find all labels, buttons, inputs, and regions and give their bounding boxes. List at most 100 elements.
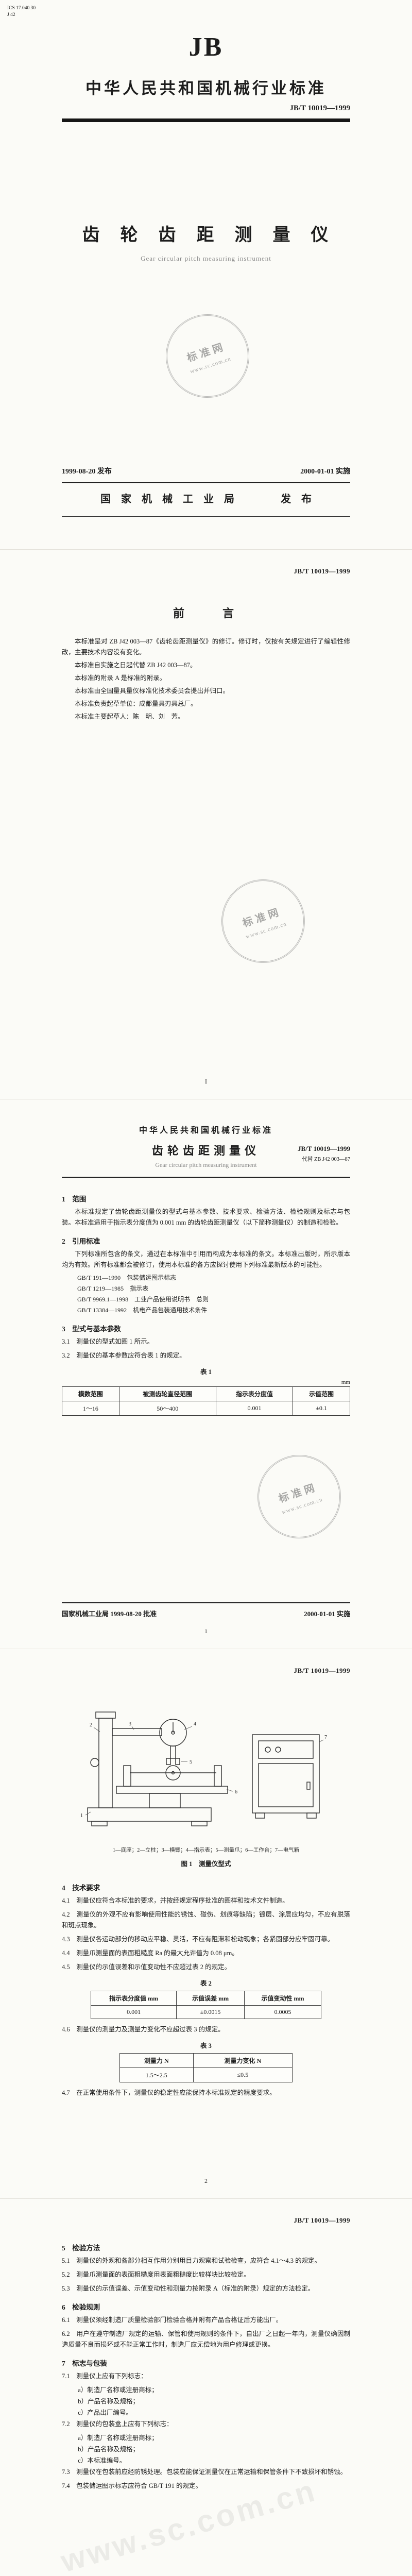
class-code: J 42 bbox=[7, 12, 15, 18]
clause-5-3: 5.3 测量仪的示值误差、示值变动性和测量力按附录 A（标准的附录）规定的方法检… bbox=[62, 2285, 315, 2292]
figure-1: 1 2 3 4 5 6 7 bbox=[67, 1685, 345, 1842]
section-2-heading: 2 引用标准 bbox=[62, 1238, 100, 1245]
cover-classification: ICS 17.040.30 J 42 bbox=[7, 5, 36, 19]
page-number: 1 bbox=[204, 1628, 208, 1635]
table-2: 指示表分度值 mm 示值误差 mm 示值变动性 mm 0.001 ±0.0015… bbox=[90, 1991, 322, 2019]
instrument-drawing: 1 2 3 4 5 6 7 bbox=[80, 1711, 327, 1826]
implementation-date: 2000-01-01 实施 bbox=[300, 468, 350, 476]
clause-6-1: 6.1 测量仪须经制造厂质量检验部门检验合格并附有产品合格证后方能出厂。 bbox=[62, 2316, 283, 2324]
stamp-text: 标准网 bbox=[241, 906, 283, 929]
figure-part-label: 4 bbox=[194, 1721, 196, 1727]
table-2-cell: 0.001 bbox=[90, 2005, 177, 2019]
table-1-header: 模数范围 bbox=[62, 1386, 119, 1401]
page-number: Ⅰ bbox=[204, 1078, 208, 1085]
clause-7-1-item: c）产品出厂编号。 bbox=[78, 2409, 132, 2416]
clause-7-1-item: b）产品名称及规格； bbox=[78, 2398, 140, 2405]
table-3-header: 测量力 N bbox=[119, 2053, 194, 2068]
table-2-caption: 表 2 bbox=[200, 1980, 212, 1987]
section-7-heading: 7 标志与包装 bbox=[62, 2360, 107, 2367]
clause-4-4: 4.4 测量爪测量面的表面粗糙度 Ra 的最大允许值为 0.08 μm。 bbox=[62, 1950, 238, 1957]
standard-code: JB/T 10019—1999 bbox=[289, 104, 350, 112]
clause-7-2-item: a）制造厂名称或注册商标； bbox=[78, 2434, 158, 2442]
watermark-stamp: 标准网 www.sc.com.cn bbox=[210, 868, 316, 974]
table-2-header-row: 指示表分度值 mm 示值误差 mm 示值变动性 mm bbox=[90, 1991, 322, 2006]
table-2-header: 示值变动性 mm bbox=[244, 1991, 322, 2006]
standard-type-title: 中华人民共和国机械行业标准 bbox=[85, 79, 327, 97]
clause-6-2: 6.2 用户在遵守制造厂规定的运输、保管和使用规则的条件下，自出厂之日起一年内，… bbox=[62, 2330, 350, 2348]
clause-7-4: 7.4 包装储运图示标志应符合 GB/T 191 的规定。 bbox=[62, 2482, 202, 2489]
page-standard-3: JB/T 10019—1999 5 检验方法 5.1 测量仪的外观和各部分相互作… bbox=[0, 2199, 412, 2576]
table-1-row: 1～16 50～400 0.001 ±0.1 bbox=[62, 1401, 350, 1416]
foreword-paragraph: 本标准负责起草单位：成都量具刃具总厂。 bbox=[75, 700, 197, 707]
code-line: JB/T 10019—1999 bbox=[298, 1145, 350, 1153]
table-1-cell: 50～400 bbox=[118, 1401, 216, 1416]
implementation-text: 2000-01-01 实施 bbox=[304, 1610, 350, 1618]
figure-1-legend: 1—底座；2—立柱；3—横臂；4—指示表；5—测量爪；6—工作台；7—电气箱 bbox=[112, 1848, 300, 1853]
table-1-header: 指示表分度值 bbox=[215, 1386, 294, 1401]
clause-7-2: 7.2 测量仪的包装盒上应有下列标志： bbox=[62, 2420, 173, 2428]
clause-7-1: 7.1 测量仪上应有下列标志： bbox=[62, 2372, 147, 2380]
clause-4-5: 4.5 测量仪的示值误差和示值变动性不应超过表 2 的规定。 bbox=[62, 1963, 231, 1971]
table-1-header: 被测齿轮直径范围 bbox=[118, 1386, 216, 1401]
referenced-standard: GB/T 191—1990 包装储运图示标志 bbox=[77, 1274, 177, 1281]
section-5-heading: 5 检验方法 bbox=[62, 2244, 100, 2252]
clause-4-3: 4.3 测量仪各运动部分的移动应平稳、灵活，不应有阻滞和松动现象；各紧固部分应牢… bbox=[62, 1936, 334, 1943]
stamp-url: www.sc.com.cn bbox=[281, 1496, 323, 1516]
clause-4-1: 4.1 测量仪应符合本标准的要求，并按经规定程序批准的图样和技术文件制造。 bbox=[62, 1897, 289, 1904]
foreword-body: 本标准是对 ZB J42 003—87《齿轮齿距测量仪》的修订。修订时，仅按有关… bbox=[62, 636, 350, 724]
cover-title-english: Gear circular pitch measuring instrument bbox=[141, 255, 271, 262]
foreword-paragraph: 本标准自实施之日起代替 ZB J42 003—87。 bbox=[75, 662, 197, 669]
header-standard-code: JB/T 10019—1999 bbox=[294, 2216, 350, 2224]
stamp-url: www.sc.com.cn bbox=[245, 921, 287, 940]
stamp-text: 标准网 bbox=[277, 1481, 319, 1505]
foreword-paragraph: 本标准主要起草人：陈 明、刘 芳。 bbox=[75, 713, 184, 720]
approval-text: 国家机械工业局 1999-08-20 批准 bbox=[62, 1610, 157, 1618]
title-rule bbox=[62, 1177, 350, 1178]
standard-body-2: 4 技术要求 4.1 测量仪应符合本标准的要求，并按经规定程序批准的图样和技术文… bbox=[62, 1875, 350, 2102]
section-1-text: 本标准规定了齿轮齿距测量仪的型式与基本参数、技术要求、检验方法、检验规则及标志与… bbox=[62, 1208, 350, 1226]
table-1-cell: 0.001 bbox=[215, 1401, 294, 1416]
clause-4-7: 4.7 在正常使用条件下，测量仪的稳定性应能保持本标准规定的精度要求。 bbox=[62, 2089, 276, 2096]
table-1-cell: ±0.1 bbox=[293, 1401, 350, 1416]
watermark-stamp: 标准网 www.sc.com.cn bbox=[154, 303, 261, 409]
foreword-paragraph: 本标准的附录 A 是标准的附录。 bbox=[75, 674, 166, 682]
referenced-standard: GB/T 1219—1985 指示表 bbox=[77, 1285, 149, 1292]
clause-4-6: 4.6 测量仪的测量力及测量力变化不应超过表 3 的规定。 bbox=[62, 2026, 225, 2033]
header-standard-code: JB/T 10019—1999 bbox=[294, 567, 350, 575]
section-3-heading: 3 型式与基本参数 bbox=[62, 1325, 121, 1333]
watermark-stamp: 标准网 www.sc.com.cn bbox=[246, 1444, 352, 1550]
table-3-cell: ≤0.5 bbox=[193, 2067, 293, 2082]
standard-type-line: 中华人民共和国机械行业标准 bbox=[139, 1126, 273, 1135]
standard-body-1: 1 范围 本标准规定了齿轮齿距测量仪的型式与基本参数、技术要求、检验方法、检验规… bbox=[62, 1186, 350, 1416]
jb-logo: JB bbox=[188, 32, 224, 62]
publisher-row: 国 家 机 械 工 业 局 发 布 bbox=[62, 490, 350, 505]
table-2-cell: 0.0005 bbox=[244, 2005, 322, 2019]
table-2-cell: ±0.0015 bbox=[176, 2005, 245, 2019]
page-foreword: JB/T 10019—1999 前 言 本标准是对 ZB J42 003—87《… bbox=[0, 550, 412, 1099]
foreword-title: 前 言 bbox=[173, 607, 239, 620]
footer-rule bbox=[62, 1602, 350, 1603]
foreword-paragraph: 本标准由全国量具量仪标准化技术委员会提出并归口。 bbox=[75, 687, 230, 694]
referenced-standard: GB/T 13384—1992 机电产品包装通用技术条件 bbox=[77, 1307, 208, 1314]
table-3-row: 1.5～2.5 ≤0.5 bbox=[119, 2067, 293, 2082]
figure-part-label: 6 bbox=[235, 1789, 237, 1795]
clause-3-2: 3.2 测量仪的基本参数应符合表 1 的规定。 bbox=[62, 1352, 186, 1359]
approval-row: 国家机械工业局 1999-08-20 批准 2000-01-01 实施 bbox=[62, 1608, 350, 1618]
publisher-name: 国 家 机 械 工 业 局 bbox=[100, 494, 234, 505]
table-3-header-row: 测量力 N 测量力变化 N bbox=[119, 2053, 293, 2068]
clause-5-2: 5.2 测量爪测量面的表面粗糙度用表面粗糙度比较样块比较检定。 bbox=[62, 2271, 250, 2278]
clause-4-2: 4.2 测量仪的外观不应有影响使用性能的锈蚀、碰伤、划痕等缺陷；镀层、涂层应均匀… bbox=[62, 1911, 350, 1929]
issue-date: 1999-08-20 发布 bbox=[62, 468, 112, 476]
header-standard-code: JB/T 10019—1999 bbox=[294, 1667, 350, 1674]
replaces-line: 代替 ZB J42 003—87 bbox=[302, 1157, 350, 1162]
figure-part-label: 3 bbox=[129, 1721, 131, 1727]
cover-dates-row: 1999-08-20 发布 2000-01-01 实施 bbox=[62, 466, 350, 476]
figure-part-label: 2 bbox=[90, 1722, 92, 1728]
clause-7-1-item: a）制造厂名称或注册商标； bbox=[78, 2386, 158, 2394]
section-4-heading: 4 技术要求 bbox=[62, 1884, 100, 1892]
section-2-text: 下列标准所包含的条文，通过在本标准中引用而构成为本标准的条文。本标准出版时，所示… bbox=[62, 1250, 350, 1268]
clause-7-3: 7.3 测量仪在包装前应经防锈处理。包装应能保证测量仪在正常运输和保管条件下不致… bbox=[62, 2468, 347, 2476]
figure-part-label: 5 bbox=[190, 1759, 192, 1765]
page-standard-2: JB/T 10019—1999 bbox=[0, 1649, 412, 2199]
